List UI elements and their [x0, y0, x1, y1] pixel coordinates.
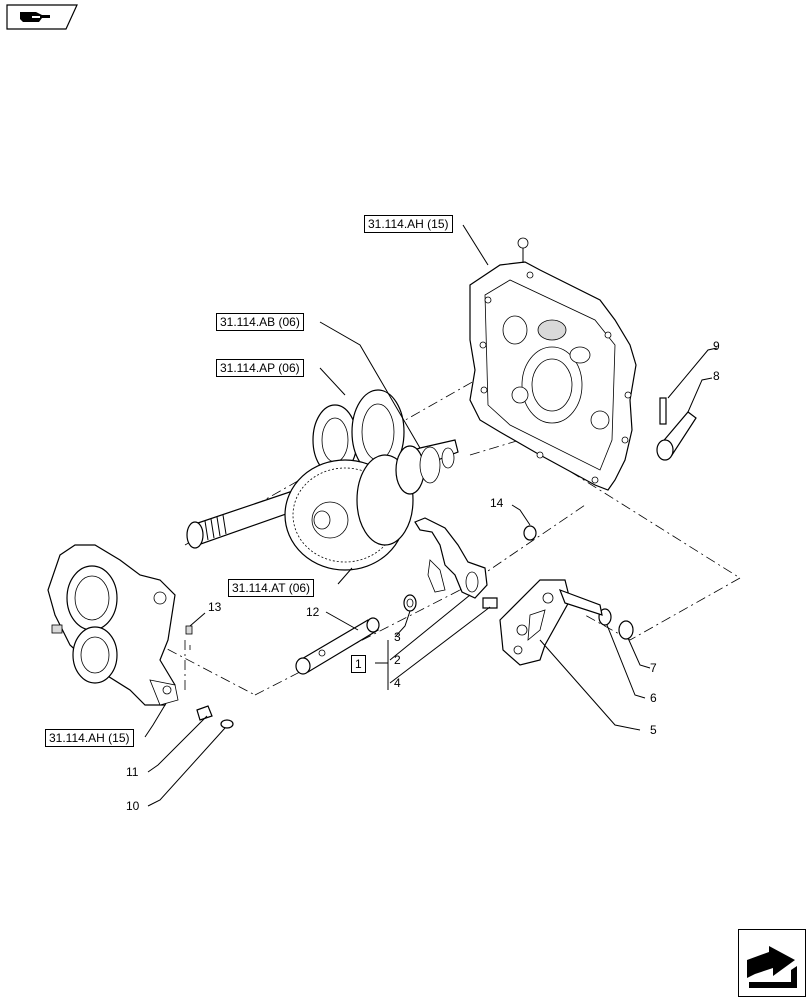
- ref-shaft-ap[interactable]: 31.114.AP (06): [216, 359, 304, 377]
- ref-housing-top[interactable]: 31.114.AH (15): [364, 215, 453, 233]
- main-shaft-assembly: [186, 389, 459, 571]
- front-housing: [47, 544, 179, 706]
- spring-11: [196, 705, 213, 721]
- rear-housing: [469, 237, 637, 491]
- callout-5: 5: [650, 723, 657, 737]
- callout-11: 11: [126, 765, 139, 779]
- top-nav-button[interactable]: [6, 4, 78, 30]
- callout-9: 9: [713, 339, 720, 353]
- pin-10: [220, 719, 234, 729]
- callout-8: 8: [713, 369, 720, 383]
- callout-14: 14: [490, 496, 504, 510]
- spline-ticks: [204, 514, 227, 541]
- callout-4: 4: [394, 676, 401, 690]
- hand-pointing-icon: [6, 4, 78, 30]
- pin-9: [659, 397, 667, 425]
- arrow-next-icon: [747, 946, 797, 988]
- ring-14: [523, 525, 537, 541]
- ref-shaft-ab[interactable]: 31.114.AB (06): [216, 313, 304, 331]
- callout-7: 7: [650, 661, 657, 675]
- lever-8: [656, 411, 697, 461]
- leader-lines: [144, 224, 718, 807]
- callout-2: 2: [394, 653, 401, 667]
- ref-housing-bottom[interactable]: 31.114.AH (15): [45, 729, 134, 747]
- callout-12: 12: [306, 605, 320, 619]
- shift-fork: [414, 517, 488, 599]
- ref-gear-at[interactable]: 31.114.AT (06): [228, 579, 315, 597]
- callout-10: 10: [126, 799, 140, 813]
- callout-6: 6: [650, 691, 657, 705]
- next-nav-button[interactable]: [738, 929, 806, 997]
- callout-3: 3: [394, 630, 401, 644]
- plug-13: [185, 625, 193, 635]
- pin-4: [482, 597, 498, 609]
- bushing-7: [618, 620, 634, 640]
- shift-rod: [295, 617, 380, 675]
- group-box-1: 1: [351, 655, 366, 673]
- callout-13: 13: [208, 600, 222, 614]
